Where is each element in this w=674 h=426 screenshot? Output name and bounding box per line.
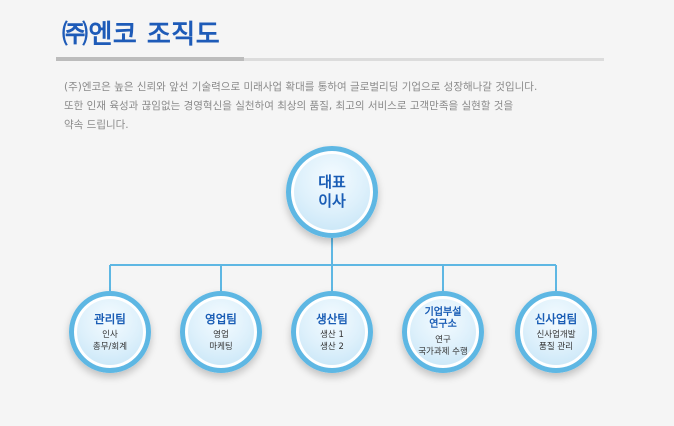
node-duty-line: 생산 2 — [320, 341, 344, 352]
node-title-line: 대표 — [318, 173, 346, 191]
title-divider-accent — [56, 57, 244, 61]
node-dept-duties: 생산 1 생산 2 — [320, 329, 344, 353]
node-dept-research: 기업부설 연구소 연구 국가과제 수행 — [402, 291, 484, 373]
node-title-line: 이사 — [318, 192, 346, 210]
node-dept-title: 관리팀 — [94, 312, 126, 326]
node-duty-line: 품질 관리 — [539, 341, 573, 352]
page-title: ㈜엔코 조직도 — [62, 20, 221, 50]
node-dept-title: 영업팀 — [205, 312, 237, 326]
node-duty-line: 인사 — [102, 329, 118, 340]
node-dept-duties: 신사업개발 품질 관리 — [536, 329, 575, 353]
node-dept-sales: 영업팀 영업 마케팅 — [180, 291, 262, 373]
title-divider — [56, 58, 604, 61]
node-ceo-title: 대표 이사 — [318, 173, 346, 211]
intro-line: 약속 드립니다. — [64, 119, 129, 131]
intro-line: 또한 인재 육성과 끊임없는 경영혁신을 실천하여 최상의 품질, 최고의 서비… — [64, 100, 514, 112]
node-duty-line: 마케팅 — [209, 341, 233, 352]
node-dept-title: 기업부설 연구소 — [425, 307, 462, 331]
node-title-line: 생산팀 — [316, 311, 348, 326]
node-title-line: 연구소 — [429, 318, 457, 330]
node-title-line: 관리팀 — [94, 311, 126, 326]
intro-line: (주)엔코은 높은 신뢰와 앞선 기술력으로 미래사업 확대를 통하여 글로벌리… — [64, 81, 538, 93]
node-dept-title: 생산팀 — [316, 312, 348, 326]
node-duty-line: 총무/회계 — [92, 341, 128, 352]
node-duty-line: 생산 1 — [320, 329, 344, 340]
node-duty-line: 연구 — [435, 334, 451, 345]
node-title-line: 신사업팀 — [534, 311, 578, 326]
node-dept-management: 관리팀 인사 총무/회계 — [69, 291, 151, 373]
node-title-line: 기업부설 — [424, 306, 462, 318]
node-ceo: 대표 이사 — [286, 146, 378, 238]
node-dept-duties: 인사 총무/회계 — [93, 329, 127, 353]
node-title-line: 영업팀 — [205, 311, 237, 326]
node-dept-production: 생산팀 생산 1 생산 2 — [291, 291, 373, 373]
node-duty-line: 영업 — [213, 329, 229, 340]
node-dept-duties: 연구 국가과제 수행 — [418, 334, 468, 358]
node-dept-title: 신사업팀 — [535, 312, 577, 326]
node-duty-line: 신사업개발 — [536, 329, 576, 340]
intro-text: (주)엔코은 높은 신뢰와 앞선 기술력으로 미래사업 확대를 통하여 글로벌리… — [64, 78, 624, 135]
node-dept-new-business: 신사업팀 신사업개발 품질 관리 — [515, 291, 597, 373]
node-duty-line: 국가과제 수행 — [418, 346, 468, 357]
node-dept-duties: 영업 마케팅 — [209, 329, 232, 353]
